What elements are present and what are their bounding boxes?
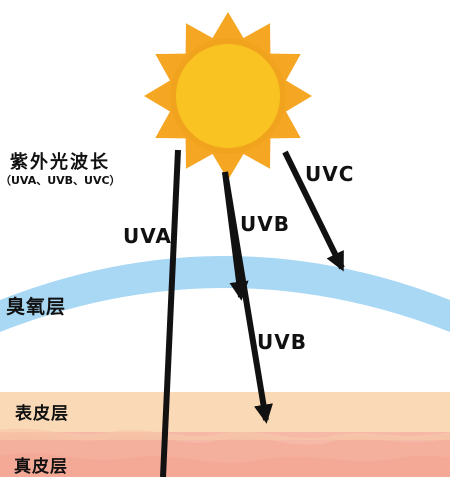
epidermis-label: 表皮层 bbox=[15, 404, 69, 424]
sun-icon bbox=[144, 12, 312, 180]
epidermis-layer bbox=[0, 392, 450, 432]
ozone-layer bbox=[0, 256, 450, 332]
diagram-subtitle: （UVA、UVB、UVC） bbox=[0, 174, 121, 187]
diagram-title: 紫外光波长 bbox=[10, 152, 110, 173]
uvb-label: UVB bbox=[240, 212, 290, 236]
dermis-label: 真皮层 bbox=[14, 457, 68, 477]
uva-label: UVA bbox=[123, 224, 172, 248]
uvb-arrow-head bbox=[222, 171, 249, 301]
epidermis-edge bbox=[0, 428, 450, 440]
dermis-wave bbox=[0, 433, 450, 477]
uvc-label: UVC bbox=[305, 162, 355, 186]
dermis-wave-2 bbox=[0, 453, 450, 477]
uva-arrow bbox=[160, 149, 181, 477]
ozone-label: 臭氧层 bbox=[6, 296, 67, 318]
uvb-skin-label: UVB bbox=[257, 330, 307, 354]
uvc-arrow bbox=[282, 150, 345, 272]
